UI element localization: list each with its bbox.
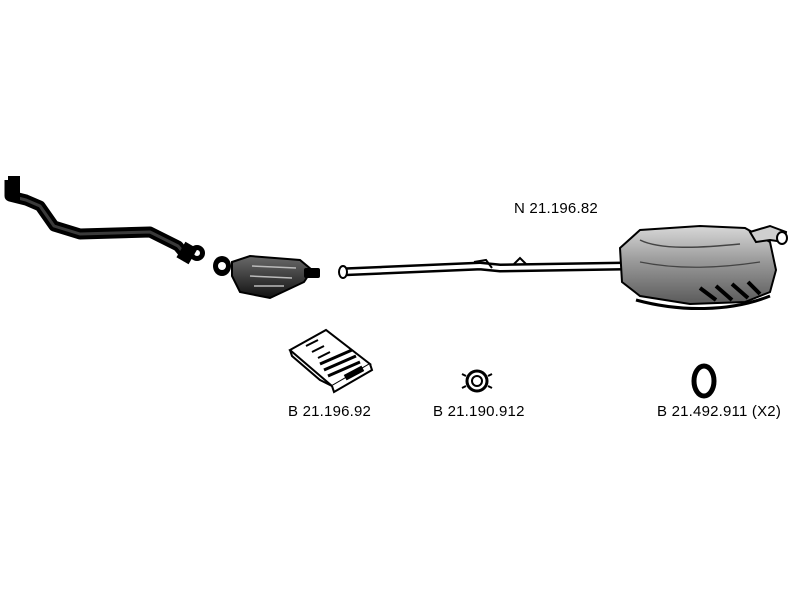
mounting-kit-part-number: B 21.196.92 [288, 403, 372, 420]
mounting-kit-icon [288, 328, 374, 394]
catalytic-converter-icon [213, 254, 320, 300]
main-part-number: N 21.196.82 [514, 200, 598, 217]
front-pipe-icon [4, 176, 205, 265]
gasket-icon [461, 369, 493, 393]
rubber-ring-part-number: B 21.492.911 (X2) [657, 403, 782, 420]
rear-silencer-icon [338, 224, 788, 310]
gasket-part-number: B 21.190.912 [433, 403, 525, 420]
rubber-ring-icon [691, 363, 717, 399]
